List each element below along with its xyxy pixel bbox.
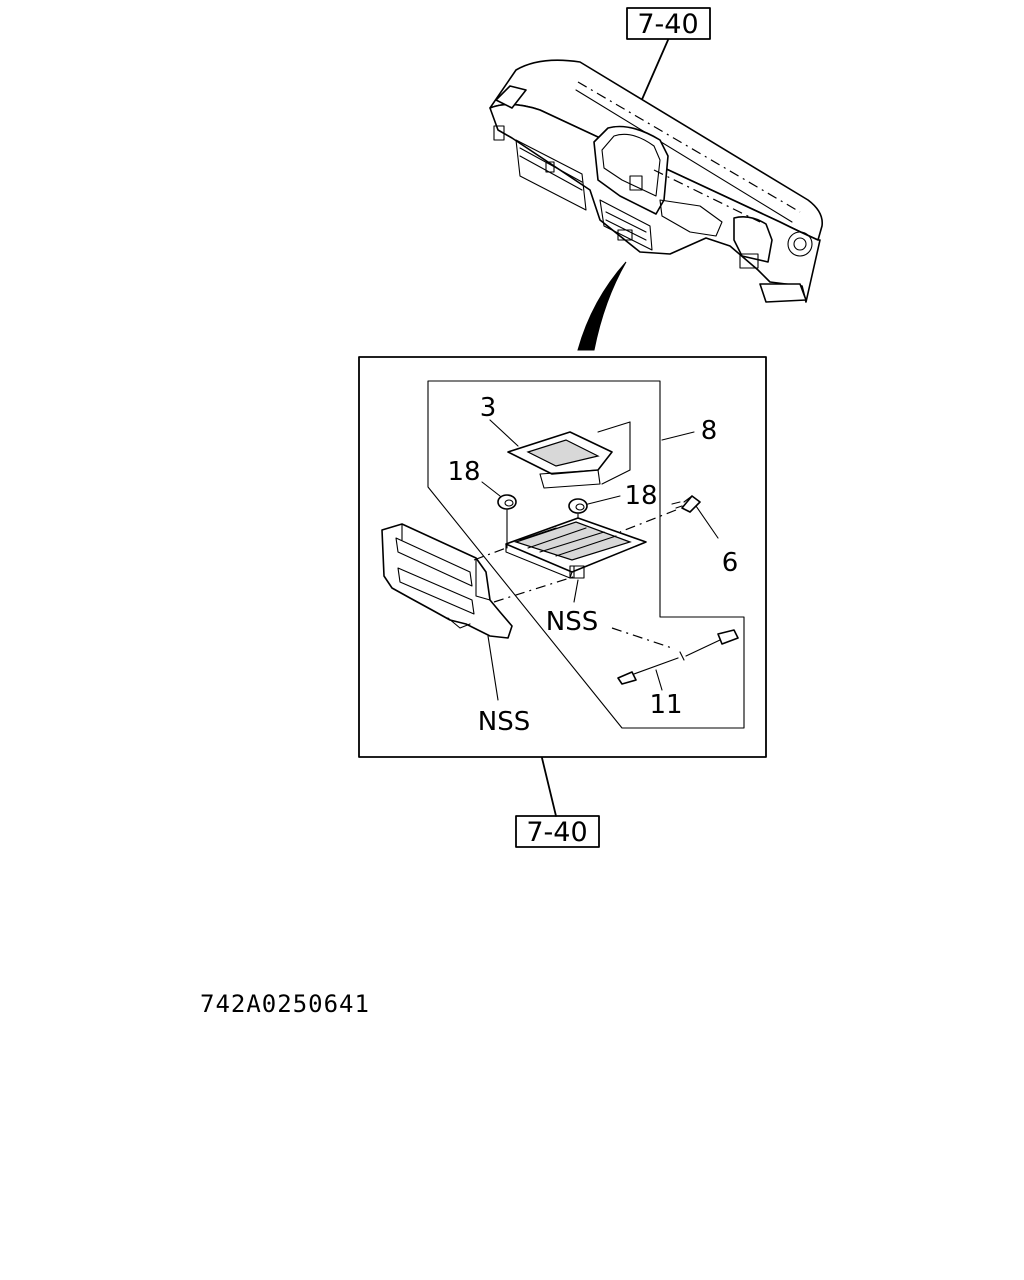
bracket-base: [505, 517, 647, 579]
leader-11: [655, 669, 663, 691]
bezel-axis-upper: [473, 547, 507, 561]
leader-18-left: [481, 481, 501, 497]
bezel-axis-lower: [493, 575, 577, 603]
label-part-3: 3: [480, 393, 497, 423]
clip-part-18-left: [497, 494, 517, 549]
label-nss-lower: NSS: [478, 707, 530, 737]
bulb-axis: [611, 627, 673, 649]
ref-box-bottom[interactable]: 7-40: [515, 815, 600, 848]
drawing-code: 742A0250641: [200, 990, 370, 1018]
leader-6: [695, 505, 719, 539]
leader-3: [489, 419, 519, 447]
front-bezel-nss: [381, 523, 513, 639]
ref-label-bottom: 7-40: [526, 817, 587, 848]
detail-frame: [358, 356, 767, 758]
label-part-8: 8: [701, 416, 718, 446]
label-part-18-left: 18: [447, 457, 480, 487]
label-nss-upper: NSS: [546, 607, 598, 637]
leader-ref-top: [639, 39, 669, 105]
screw-axis-6: [619, 509, 677, 533]
screw-part-6: [671, 495, 701, 513]
tray-part-3: [507, 421, 631, 489]
ref-box-top[interactable]: 7-40: [626, 7, 711, 40]
bulb-part-11: [617, 629, 739, 685]
leader-ref-bottom: [541, 757, 557, 817]
leader-nss-lower: [487, 635, 499, 701]
callout-pointer: [577, 261, 627, 351]
leader-18-right: [587, 495, 621, 505]
label-part-18-right: 18: [624, 481, 657, 511]
label-part-11: 11: [649, 690, 682, 720]
ref-label-top: 7-40: [637, 9, 698, 40]
assembly-outline: [427, 380, 745, 729]
leader-8: [661, 431, 695, 441]
leader-nss-upper: [573, 579, 579, 603]
dashboard-overview: [489, 59, 824, 303]
label-part-6: 6: [722, 548, 739, 578]
